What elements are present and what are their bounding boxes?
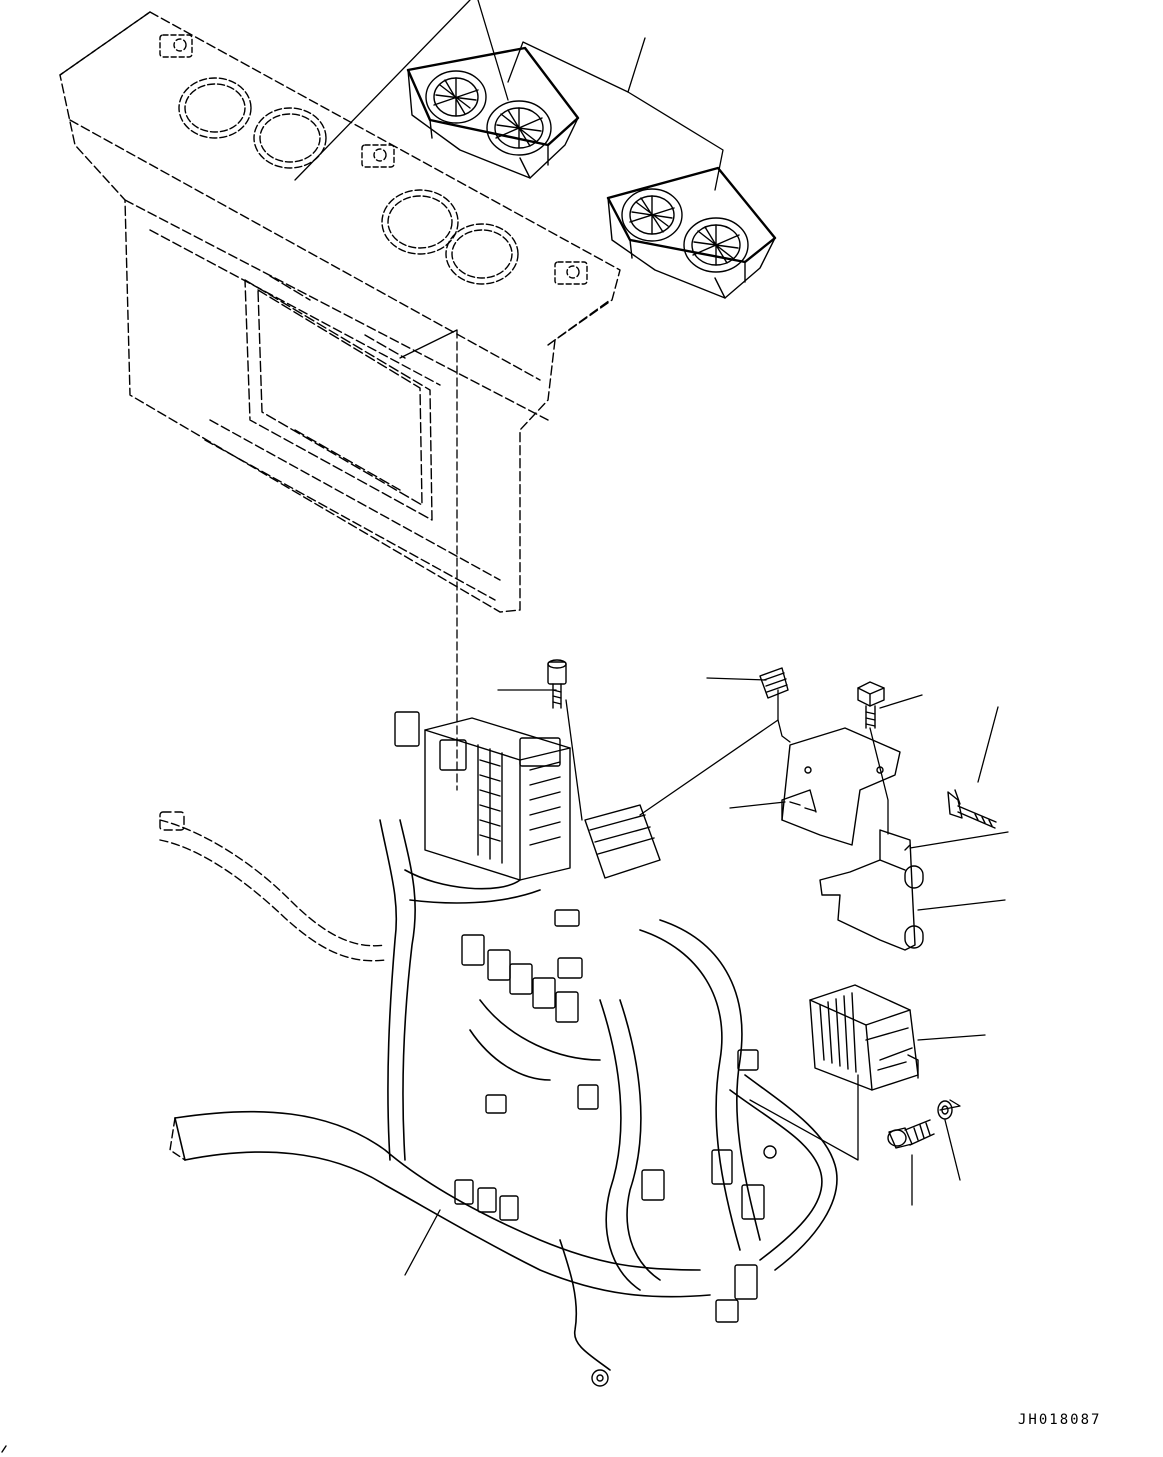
fuse-box — [395, 712, 660, 880]
leader-lines — [295, 0, 1008, 1275]
angle-bracket — [820, 830, 923, 950]
gauge-module-lower — [608, 168, 775, 298]
spring-clip — [760, 668, 788, 698]
harness-connectors — [455, 910, 776, 1386]
panel-gauge-holes — [179, 78, 518, 284]
mounting-plate — [782, 728, 900, 845]
bolt-bracket — [858, 682, 884, 728]
bolt-flange — [948, 790, 996, 828]
bolt-controller — [888, 1120, 934, 1148]
gauge-module-upper — [408, 48, 578, 178]
panel-display-opening — [245, 276, 432, 520]
dashboard-panel — [60, 12, 620, 612]
bolt-fuse-box — [548, 660, 566, 708]
panel-mount-tabs — [160, 35, 587, 284]
corner-mark — [2, 1446, 6, 1452]
phantom-cable-left — [160, 812, 385, 1160]
controller-unit — [810, 985, 918, 1090]
wire-harness — [175, 820, 837, 1370]
drawing-code: JH018087 — [1018, 1412, 1102, 1428]
